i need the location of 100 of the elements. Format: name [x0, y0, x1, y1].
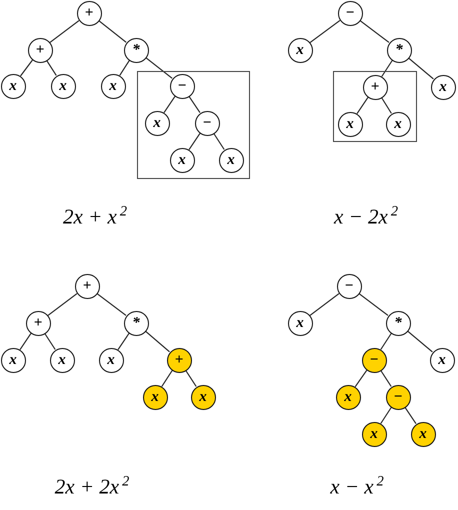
- node-label: x: [370, 426, 378, 442]
- node-label: x: [394, 116, 402, 132]
- tree-node: [362, 348, 386, 372]
- tree-node: [430, 348, 454, 372]
- tree-node: [26, 310, 50, 336]
- node-label: x: [296, 316, 304, 330]
- tree-node: [338, 0, 362, 26]
- tree-node: [144, 110, 170, 136]
- tree-node: [124, 38, 148, 62]
- tree-edge: [48, 293, 78, 316]
- node-label: x: [9, 78, 17, 94]
- tree-edge: [360, 20, 390, 43]
- tree-edge: [404, 407, 416, 424]
- tree-edge: [161, 370, 173, 387]
- subtree-frame: [333, 71, 417, 142]
- node-label: x: [296, 42, 304, 58]
- tree-node: [124, 310, 148, 336]
- formula-text: 2x + 2x$^{2}$: [54, 475, 130, 499]
- node-label: x: [9, 352, 17, 368]
- node-label: x: [151, 390, 159, 404]
- tree-edge: [381, 97, 392, 114]
- node-label: +: [370, 80, 380, 94]
- tree-node: [386, 384, 410, 410]
- tree-edge: [164, 96, 176, 113]
- tree-edge: [145, 330, 170, 352]
- node-label: x: [59, 78, 67, 94]
- tree-node: [28, 38, 52, 62]
- formula-text: 2x + x$^{2}$: [63, 205, 127, 229]
- tree-node: [142, 384, 168, 410]
- node-label: x: [153, 116, 161, 130]
- node-label: x: [439, 80, 447, 94]
- node-label: −: [202, 116, 212, 130]
- tree-node: [74, 274, 100, 298]
- tree-node: [386, 112, 410, 136]
- tree-edge: [354, 370, 368, 388]
- tree-edge: [96, 293, 126, 316]
- tree-edge: [408, 58, 434, 80]
- node-label: x: [107, 352, 115, 368]
- tree-node: [100, 74, 126, 98]
- tree-node: [362, 74, 388, 100]
- node-label: x: [58, 352, 66, 368]
- tree-node: [170, 148, 194, 172]
- tree-edge: [44, 333, 56, 350]
- tree-node: [0, 74, 26, 98]
- tree-edge: [185, 370, 197, 387]
- tree-edge: [310, 293, 340, 316]
- tree-edge: [20, 60, 33, 76]
- tree-node: [170, 74, 194, 98]
- tree-edge: [358, 293, 388, 316]
- node-label: x: [344, 390, 352, 404]
- node-label: x: [438, 352, 446, 368]
- tree-edge: [20, 333, 32, 350]
- formula-text: x − x$^{2}$: [330, 475, 384, 499]
- tree-edge: [381, 60, 393, 77]
- tree-edge: [356, 97, 368, 114]
- node-label: +: [174, 352, 184, 368]
- tree-node: [190, 384, 216, 410]
- tree-edge: [380, 407, 392, 424]
- tree-node: [0, 348, 26, 372]
- tree-node: [430, 74, 456, 100]
- tree-node: [50, 74, 76, 98]
- node-label: −: [393, 390, 403, 404]
- tree-edge: [188, 96, 200, 113]
- tree-node: [98, 348, 124, 372]
- tree-node: [410, 422, 436, 446]
- node-label: *: [132, 316, 140, 330]
- tree-edge: [50, 20, 80, 43]
- node-label: x: [419, 426, 427, 442]
- node-label: x: [178, 152, 186, 168]
- tree-node: [288, 38, 312, 62]
- node-label: *: [395, 42, 403, 58]
- tree-edge: [188, 133, 200, 150]
- node-label: *: [132, 42, 140, 58]
- tree-node: [76, 0, 102, 26]
- tree-edge: [98, 20, 127, 43]
- tree-node: [336, 274, 362, 298]
- node-label: *: [394, 316, 402, 330]
- tree-edge: [118, 333, 130, 350]
- tree-node: [336, 384, 360, 410]
- tree-edge: [119, 60, 130, 76]
- tree-node: [218, 148, 244, 172]
- node-label: x: [199, 390, 207, 404]
- node-label: +: [82, 278, 92, 294]
- tree-node: [50, 348, 74, 372]
- node-label: x: [109, 78, 117, 94]
- node-label: −: [177, 78, 187, 94]
- tree-node: [386, 38, 412, 62]
- tree-node: [386, 310, 410, 336]
- tree-edge: [310, 20, 340, 43]
- node-label: +: [84, 6, 94, 20]
- tree-node: [194, 110, 220, 136]
- node-label: +: [34, 316, 42, 330]
- tree-node: [338, 112, 362, 136]
- subtree-frame: [137, 71, 250, 179]
- node-label: x: [346, 116, 354, 132]
- tree-edge: [380, 333, 392, 350]
- node-label: −: [344, 278, 354, 294]
- tree-edge: [46, 60, 57, 76]
- tree-edge: [407, 330, 433, 352]
- tree-node: [166, 348, 192, 372]
